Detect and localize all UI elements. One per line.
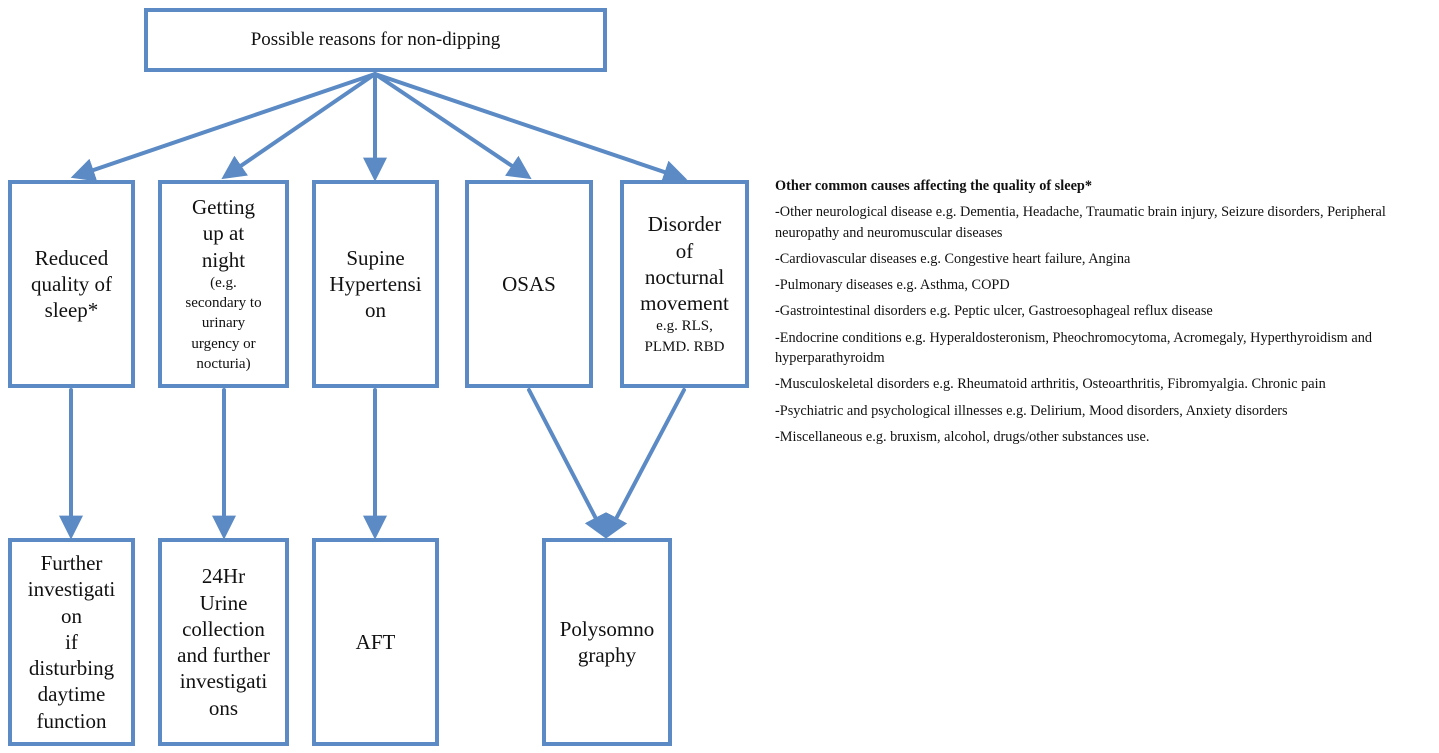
action-label: Further investigati on if disturbing day… (27, 551, 116, 733)
root-node: Possible reasons for non-dipping (144, 8, 607, 72)
action-node-further-investigation: Further investigati on if disturbing day… (8, 538, 135, 746)
reason-label: Reduced quality of sleep* (30, 245, 113, 323)
root-label: Possible reasons for non-dipping (250, 29, 501, 51)
other-causes-item: -Cardiovascular diseases e.g. Congestive… (775, 250, 1131, 267)
reason-label: Getting up at night (192, 195, 255, 272)
other-causes-heading: Other common causes affecting the qualit… (775, 178, 1093, 194)
action-node-aft: AFT (312, 538, 439, 746)
action-node-polysomnography: Polysomno graphy (542, 538, 672, 746)
reason-label: Supine Hypertensi on (329, 245, 422, 323)
reason-node-supine-hypertension: Supine Hypertensi on (312, 180, 439, 388)
reason-node-osas: OSAS (465, 180, 593, 388)
other-causes-item: -Pulmonary diseases e.g. Asthma, COPD (775, 277, 1010, 294)
action-label: 24Hr Urine collection and further invest… (177, 564, 270, 720)
other-causes-item: -Other neurological disease e.g. Dementi… (775, 204, 1386, 241)
other-causes-panel: Other common causes affecting the qualit… (775, 176, 1435, 453)
action-label: AFT (355, 629, 396, 654)
reason-node-reduced-quality: Reduced quality of sleep* (8, 180, 135, 388)
action-label: Polysomno graphy (559, 616, 655, 667)
action-node-urine-collection: 24Hr Urine collection and further invest… (158, 538, 289, 746)
reason-sublabel: e.g. RLS, PLMD. RBD (644, 318, 725, 355)
reason-node-getting-up: Getting up at night (e.g. secondary to u… (158, 180, 289, 388)
reason-node-nocturnal-movement: Disorder of nocturnal movement e.g. RLS,… (620, 180, 749, 388)
arrow-root-to-getting-up (221, 72, 377, 180)
reason-label: Disorder of nocturnal movement (640, 212, 729, 315)
arrow-root-to-nocturnal-movement (373, 72, 688, 184)
reason-label: OSAS (502, 271, 556, 296)
arrow-root-to-reduced-quality (70, 72, 377, 182)
other-causes-item: -Endocrine conditions e.g. Hyperaldoster… (775, 329, 1373, 367)
arrow-root-to-osas (373, 72, 532, 180)
reason-sublabel: (e.g. secondary to urinary urgency or no… (185, 274, 262, 372)
other-causes-item: -Psychiatric and psychological illnesses… (775, 402, 1288, 419)
arrow-nocturnal-movement-to-polysomnography (605, 388, 686, 539)
other-causes-item: -Miscellaneous e.g. bruxism, alcohol, dr… (775, 428, 1150, 445)
other-causes-item: -Gastrointestinal disorders e.g. Peptic … (775, 303, 1213, 320)
arrow-osas-to-polysomnography (527, 388, 607, 539)
other-causes-item: -Musculoskeletal disorders e.g. Rheumato… (775, 376, 1326, 393)
